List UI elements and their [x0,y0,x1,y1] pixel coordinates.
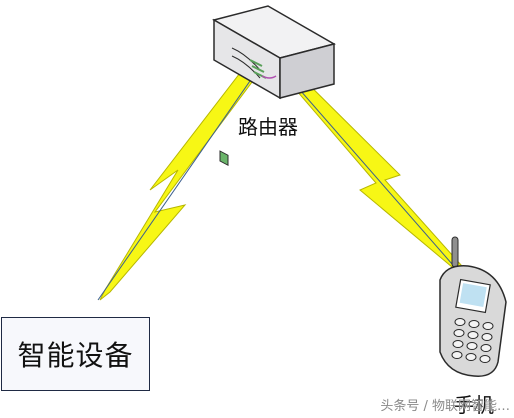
phone-label: 手机 [454,393,494,417]
router-icon [212,5,336,166]
smart-device-node: 智能设备 [1,317,150,391]
watermark: 头条号 / 物联网智能… [380,399,510,414]
router-label: 路由器 [238,115,298,139]
smart-device-label: 智能设备 [17,339,134,372]
phone-icon [439,236,507,377]
signal-bolt-left [97,49,271,301]
